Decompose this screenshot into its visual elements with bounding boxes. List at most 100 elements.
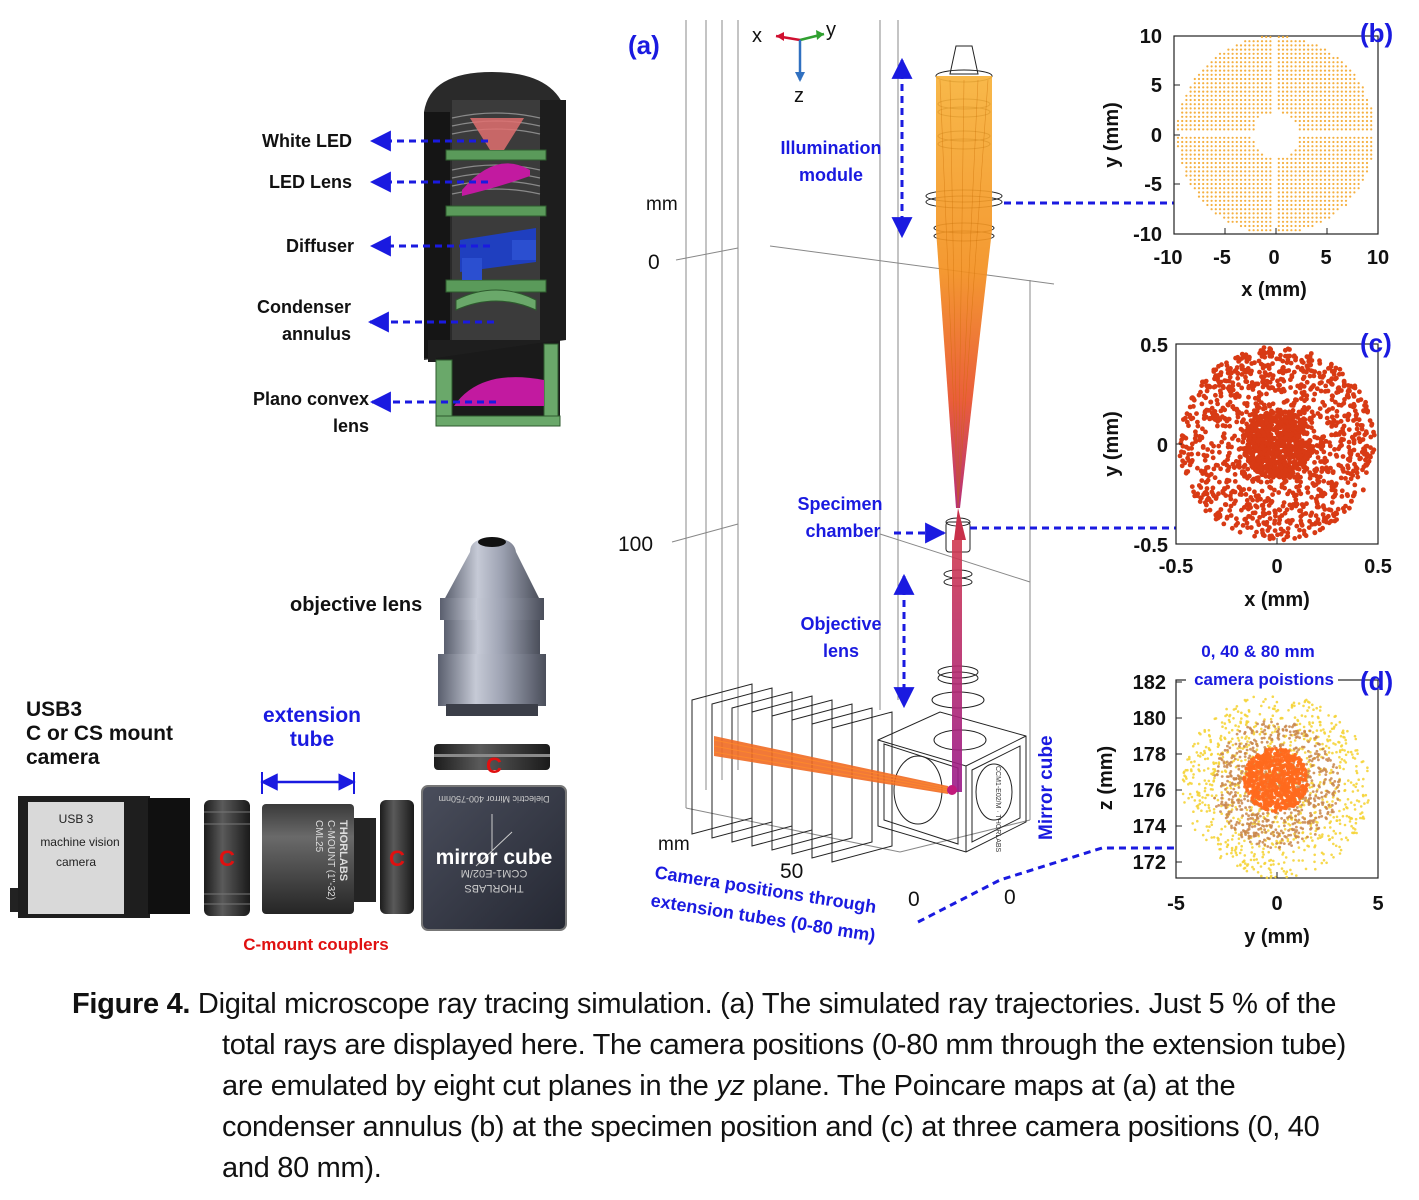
extension-tube-label: extension tube: [263, 704, 361, 751]
label-objective-lens: objective lens: [290, 594, 422, 616]
panel-b-ylabel: y (mm): [1101, 102, 1123, 168]
axis-y-label: y: [826, 19, 836, 41]
panel-d-tag: (d): [1360, 666, 1393, 696]
figure-4-illustration: White LED LED Lens Diffuser Condenser an…: [10, 18, 1393, 954]
panel-a-tick-0c: 0: [1004, 886, 1016, 909]
panel-a-mm-top: mm: [646, 194, 678, 215]
usb3-camera-label: USB3 C or CS mount camera: [26, 698, 173, 769]
panel-c-poincare: 0.5 0 -0.5 -0.5 0 0.5 x (mm) y (mm) (c): [1101, 328, 1392, 611]
panel-a-tick-100: 100: [618, 533, 653, 556]
label-plano-line1: Plano convex: [253, 389, 369, 409]
panel-b-ytick-2: 5: [1151, 75, 1162, 97]
figure-caption: Figure 4. Digital microscope ray tracing…: [72, 984, 1392, 1189]
coupler-right: [380, 800, 414, 914]
panel-c-ylabel: y (mm): [1101, 411, 1123, 477]
label-illumination-1: Illumination: [781, 138, 882, 158]
panel-d-ytick-2: 180: [1133, 708, 1166, 730]
axis-z-label: z: [794, 85, 804, 107]
panel-a-tick-50: 50: [780, 860, 803, 883]
label-illumination-2: module: [799, 165, 863, 185]
panel-b-xtick-4: 5: [1320, 247, 1331, 269]
label-led-lens: LED Lens: [269, 172, 352, 192]
tube-brand: THORLABS: [337, 820, 349, 881]
panel-d-ytick-4: 176: [1133, 780, 1166, 802]
panel-b-tag: (b): [1360, 18, 1393, 48]
panel-c-xlabel: x (mm): [1244, 589, 1310, 611]
mirror-cube-render: Dielectric Mirror 400-750nm THORLABS CCM…: [421, 785, 567, 931]
panel-b-xtick-3: 0: [1268, 247, 1279, 269]
panel-c-tag: (c): [1360, 328, 1392, 358]
panel-d-xlabel: y (mm): [1244, 926, 1310, 948]
illumination-module-cutaway: [424, 72, 566, 427]
camera-body-text-3: camera: [56, 855, 96, 869]
cube-part: CCM1-E02/M: [461, 867, 528, 879]
mirror-cube-label: mirror cube: [436, 846, 553, 869]
camera-body-text-2: machine vision: [40, 835, 119, 849]
svg-text:C or CS mount: C or CS mount: [26, 722, 173, 745]
camera-cut-planes: [691, 683, 893, 863]
c-mount-markers: C C C: [219, 753, 502, 871]
tube-part: CML25: [313, 820, 324, 853]
camera-body: USB 3 machine vision camera: [10, 796, 190, 918]
panel-a-range-arrows: [891, 57, 1199, 924]
panel-d-ytick-6: 172: [1133, 852, 1166, 874]
panel-c-ytick-1: 0.5: [1140, 335, 1168, 357]
label-c-mount-couplers: C-mount couplers: [243, 935, 388, 954]
caption-figure-label: Figure 4.: [72, 988, 191, 1020]
panel-d-ytick-5: 174: [1133, 816, 1167, 838]
panel-d-xtick-1: -5: [1167, 893, 1185, 915]
camera-body-text-1: USB 3: [59, 812, 94, 826]
label-plano-line2: lens: [333, 416, 369, 436]
label-condenser-line2: annulus: [282, 324, 351, 344]
cube-top-text: Dielectric Mirror 400-750nm: [438, 794, 549, 804]
panel-a-ray-trace: CCM1-E02/M · THORLABS: [671, 20, 1055, 863]
extension-tube: THORLABS C-MOUNT (1"-32) CML25: [262, 804, 376, 914]
panel-a-tick-0b: 0: [908, 888, 920, 911]
panel-b-ytick-4: -5: [1144, 174, 1162, 196]
panel-d-ylabel: z (mm): [1095, 746, 1117, 810]
panel-b-ytick-5: -10: [1133, 224, 1162, 246]
panel-d-legend-1: 0, 40 & 80 mm: [1201, 642, 1314, 661]
label-mirror-cube-vertical: Mirror cube: [1036, 735, 1057, 840]
panel-a-tag: (a): [628, 30, 660, 60]
c-marker-2: C: [389, 846, 405, 871]
panel-b-xtick-1: -10: [1154, 247, 1183, 269]
panel-a-mm-bottom: mm: [658, 834, 690, 855]
caption-line-4: condenser annulus (b) at the specimen po…: [222, 1111, 1320, 1143]
coupler-left: [204, 800, 250, 916]
panel-b-xtick-5: 10: [1367, 247, 1389, 269]
svg-text:USB3: USB3: [26, 698, 82, 721]
label-objective-1: Objective: [800, 614, 881, 634]
label-white-led: White LED: [262, 131, 352, 151]
panel-d-xtick-3: 5: [1372, 893, 1383, 915]
panel-c-ytick-2: 0: [1157, 435, 1168, 457]
panel-c-xtick-2: 0: [1271, 556, 1282, 578]
caption-line-3: are emulated by eight cut planes in the …: [222, 1070, 1236, 1102]
panel-d-ytick-1: 182: [1133, 672, 1166, 694]
objective-lens-render: [434, 537, 550, 770]
panel-c-xtick-3: 0.5: [1364, 556, 1392, 578]
c-marker-3: C: [486, 753, 502, 778]
cube-brand: THORLABS: [464, 882, 523, 894]
svg-text:tube: tube: [290, 728, 334, 751]
label-specimen-2: chamber: [805, 521, 880, 541]
axis-x-label: x: [752, 25, 762, 47]
panel-b-poincare: 10 5 0 -5 -10 -10 -5 0 5 10 x (mm) y (mm…: [1101, 18, 1393, 301]
label-condenser-line1: Condenser: [257, 297, 351, 317]
label-specimen-1: Specimen: [797, 494, 882, 514]
panel-b-xtick-2: -5: [1213, 247, 1231, 269]
svg-text:camera: camera: [26, 746, 100, 769]
panel-c-xtick-1: -0.5: [1159, 556, 1193, 578]
panel-b-ytick-3: 0: [1151, 125, 1162, 147]
panel-d-legend-2: camera poistions: [1194, 670, 1334, 689]
panel-b-xlabel: x (mm): [1241, 279, 1307, 301]
cutaway-arrows: [367, 130, 496, 413]
panel-d-ytick-3: 178: [1133, 744, 1166, 766]
caption-line-1: Digital microscope ray tracing simulatio…: [190, 988, 1337, 1020]
axis-triad: x y z: [752, 19, 836, 107]
caption-line-2: total rays are displayed here. The camer…: [222, 1029, 1347, 1061]
cutaway-labels: White LED LED Lens Diffuser Condenser an…: [253, 131, 369, 436]
tube-text: C-MOUNT (1"-32): [325, 820, 336, 900]
panel-c-ytick-3: -0.5: [1134, 535, 1168, 557]
label-diffuser: Diffuser: [286, 236, 354, 256]
